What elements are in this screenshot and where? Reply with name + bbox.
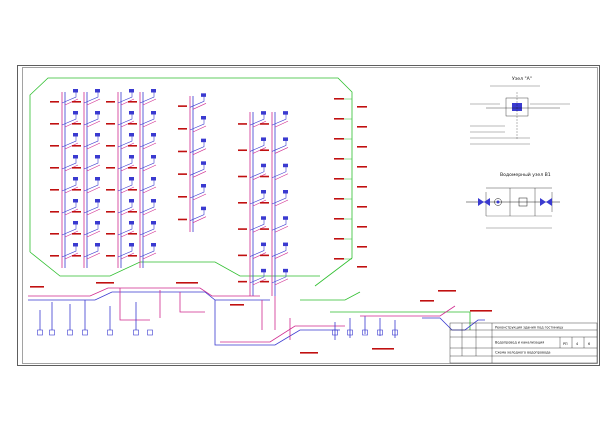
detail-a-title: Узел "А" xyxy=(512,76,532,82)
fixture-icon xyxy=(347,329,353,336)
riser-block-3 xyxy=(178,93,207,232)
fixture-icon xyxy=(261,242,266,247)
fixture-icon xyxy=(261,216,266,220)
fixture-icon xyxy=(95,133,100,137)
outer-border xyxy=(17,65,600,366)
fixture-icon xyxy=(73,221,78,225)
fixture-icon xyxy=(129,155,134,159)
fixture-icon xyxy=(129,221,134,225)
fixture-icon xyxy=(151,133,156,137)
title-block xyxy=(449,322,598,364)
riser-block-4 xyxy=(238,111,289,296)
fixture-icon xyxy=(95,199,100,203)
fixture-icon xyxy=(73,133,78,137)
fixture-icon xyxy=(129,243,134,247)
water-meter-icon xyxy=(494,198,502,206)
right-riser-labels xyxy=(334,98,367,268)
fixture-icon xyxy=(107,329,113,336)
fixture-icon xyxy=(151,221,156,225)
fixture-icon xyxy=(151,155,156,159)
fixture-icon xyxy=(151,177,156,181)
drawing-name: Схема холодного водопровода xyxy=(495,351,551,355)
detail-a: Узел "А" xyxy=(470,76,570,145)
meter-unit-title: Водомерный узел В1 xyxy=(500,171,551,178)
fixture-icon xyxy=(73,243,78,247)
riser-block-2 xyxy=(106,89,157,268)
fixture-icon xyxy=(201,161,206,165)
fixture-icon xyxy=(95,177,100,181)
cold-water-main xyxy=(29,77,353,287)
fixture-icon xyxy=(377,329,383,336)
bottom-distribution xyxy=(28,287,485,346)
fixture-icon xyxy=(73,199,78,203)
riser-block-1 xyxy=(50,89,101,268)
valve-icon xyxy=(540,198,546,206)
fixture-icon xyxy=(283,111,288,115)
meter-unit: Водомерный узел В1 xyxy=(466,171,560,229)
fixture-icon xyxy=(201,184,206,188)
fixture-icon xyxy=(151,199,156,203)
fixture-icon xyxy=(82,329,88,336)
fixture-icon xyxy=(151,243,156,247)
fixture-icon xyxy=(95,111,100,115)
fixture-icon xyxy=(261,190,266,194)
fixture-icon xyxy=(129,199,134,203)
fixture-icon xyxy=(67,329,73,336)
fixture-icon xyxy=(95,243,100,247)
fixture-icon xyxy=(201,93,206,97)
bottom-fixtures xyxy=(37,329,398,336)
fixture-icon xyxy=(201,206,206,211)
fixture-icon xyxy=(392,329,398,336)
inner-border xyxy=(22,67,598,364)
sheets-total: 6 xyxy=(588,342,590,346)
fixture-icon xyxy=(362,329,368,336)
fixture-icon xyxy=(332,329,338,336)
fixture-icon xyxy=(283,216,288,220)
sheet-number: 4 xyxy=(576,342,578,346)
fixture-icon xyxy=(283,163,288,168)
fixture-icon xyxy=(261,163,266,168)
fixture-icon xyxy=(283,137,288,141)
fixture-icon xyxy=(95,155,100,159)
fixture-icon xyxy=(129,133,134,137)
fixture-icon xyxy=(261,111,266,115)
filter-icon xyxy=(518,197,528,207)
fixture-icon xyxy=(133,329,139,336)
fixture-icon xyxy=(283,242,288,247)
fixture-icon xyxy=(129,111,134,115)
fixture-icon xyxy=(147,329,153,336)
bottom-labels xyxy=(30,282,492,354)
fixture-icon xyxy=(261,137,266,141)
project-name: Реконструкция здания под гостиницу xyxy=(495,326,563,330)
fixture-icon xyxy=(73,89,78,93)
fixture-icon xyxy=(73,155,78,159)
fixture-icon xyxy=(95,221,100,225)
fixture-icon xyxy=(151,111,156,115)
fixture-icon xyxy=(201,138,206,143)
fixture-icon xyxy=(37,329,43,336)
fixture-icon xyxy=(129,89,134,93)
fixture-icon xyxy=(129,177,134,181)
fixture-icon xyxy=(283,190,288,194)
fixture-icon xyxy=(261,268,266,273)
sheet-name: Водопровод и канализация xyxy=(495,341,544,345)
fixture-icon xyxy=(283,268,288,273)
fixture-icon xyxy=(73,111,78,115)
fixture-icon xyxy=(95,89,100,93)
fixture-icon xyxy=(201,116,206,120)
fixture-icon xyxy=(151,89,156,93)
stage-value: РП xyxy=(563,342,568,346)
fixture-icon xyxy=(73,177,78,181)
fixture-icon xyxy=(49,329,55,336)
